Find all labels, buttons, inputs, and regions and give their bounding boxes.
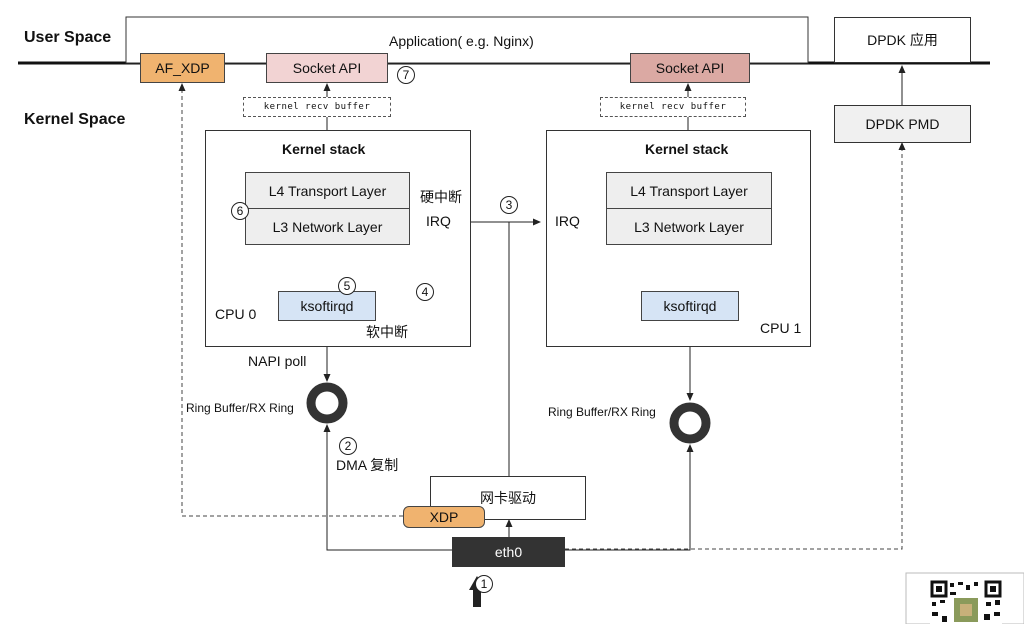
- ksoftirqd-cpu1: ksoftirqd: [641, 291, 739, 321]
- irq-label-cpu1: IRQ: [555, 213, 580, 229]
- l4-transport-layer-cpu0: L4 Transport Layer: [245, 172, 410, 209]
- kernel-recv-buffer-right: kernel recv buffer: [600, 97, 746, 117]
- ring-icon-right: [669, 402, 711, 444]
- eth0-box: eth0: [452, 537, 565, 567]
- cpu0-label: CPU 0: [215, 306, 257, 322]
- step-marker-7: 7: [397, 66, 415, 84]
- ring-icon-left: [306, 382, 348, 424]
- kernel-space-label: Kernel Space: [24, 111, 126, 128]
- af-xdp-box: AF_XDP: [140, 53, 225, 83]
- ring-buffer-label-right: Ring Buffer/RX Ring: [548, 405, 656, 419]
- xdp-box: XDP: [403, 506, 485, 528]
- step-marker-5: 5: [338, 277, 356, 295]
- kernel-stack-title-cpu0: Kernel stack: [282, 141, 366, 157]
- step-marker-6: 6: [231, 202, 249, 220]
- step-marker-3: 3: [500, 196, 518, 214]
- l3-network-layer-cpu0: L3 Network Layer: [245, 208, 410, 245]
- cpu1-label: CPU 1: [760, 320, 802, 336]
- irq-label-cpu0: IRQ: [426, 213, 451, 229]
- step-marker-2: 2: [339, 437, 357, 455]
- qr-code-icon: [905, 572, 1024, 624]
- dashed-eth0-to-dpdk-pmd: [565, 142, 906, 550]
- dma-copy-label: DMA 复制: [336, 457, 399, 473]
- kernel-recv-buffer-left: kernel recv buffer: [243, 97, 391, 117]
- arrow-eth0-to-ring-right: [565, 444, 694, 551]
- dashed-xdp-to-afxdp: [178, 83, 403, 517]
- step-marker-4: 4: [416, 283, 434, 301]
- l3-network-layer-cpu1: L3 Network Layer: [606, 208, 772, 245]
- arrow-eth0-to-ring-left: [323, 424, 452, 551]
- socket-api-left: Socket API: [266, 53, 388, 83]
- hard-irq-label: 硬中断: [420, 189, 462, 205]
- dpdk-pmd-box: DPDK PMD: [834, 105, 971, 143]
- application-label: Application( e.g. Nginx): [389, 33, 534, 49]
- napi-poll-label: NAPI poll: [248, 353, 307, 369]
- step-marker-1: 1: [475, 575, 493, 593]
- soft-irq-label: 软中断: [366, 324, 408, 340]
- kernel-stack-title-cpu1: Kernel stack: [645, 141, 729, 157]
- socket-api-right: Socket API: [630, 53, 750, 83]
- user-space-label: User Space: [24, 29, 112, 46]
- l4-transport-layer-cpu1: L4 Transport Layer: [606, 172, 772, 209]
- ksoftirqd-cpu0: ksoftirqd: [278, 291, 376, 321]
- dpdk-app-box: DPDK 应用: [834, 17, 971, 63]
- ring-buffer-label-left: Ring Buffer/RX Ring: [186, 401, 294, 415]
